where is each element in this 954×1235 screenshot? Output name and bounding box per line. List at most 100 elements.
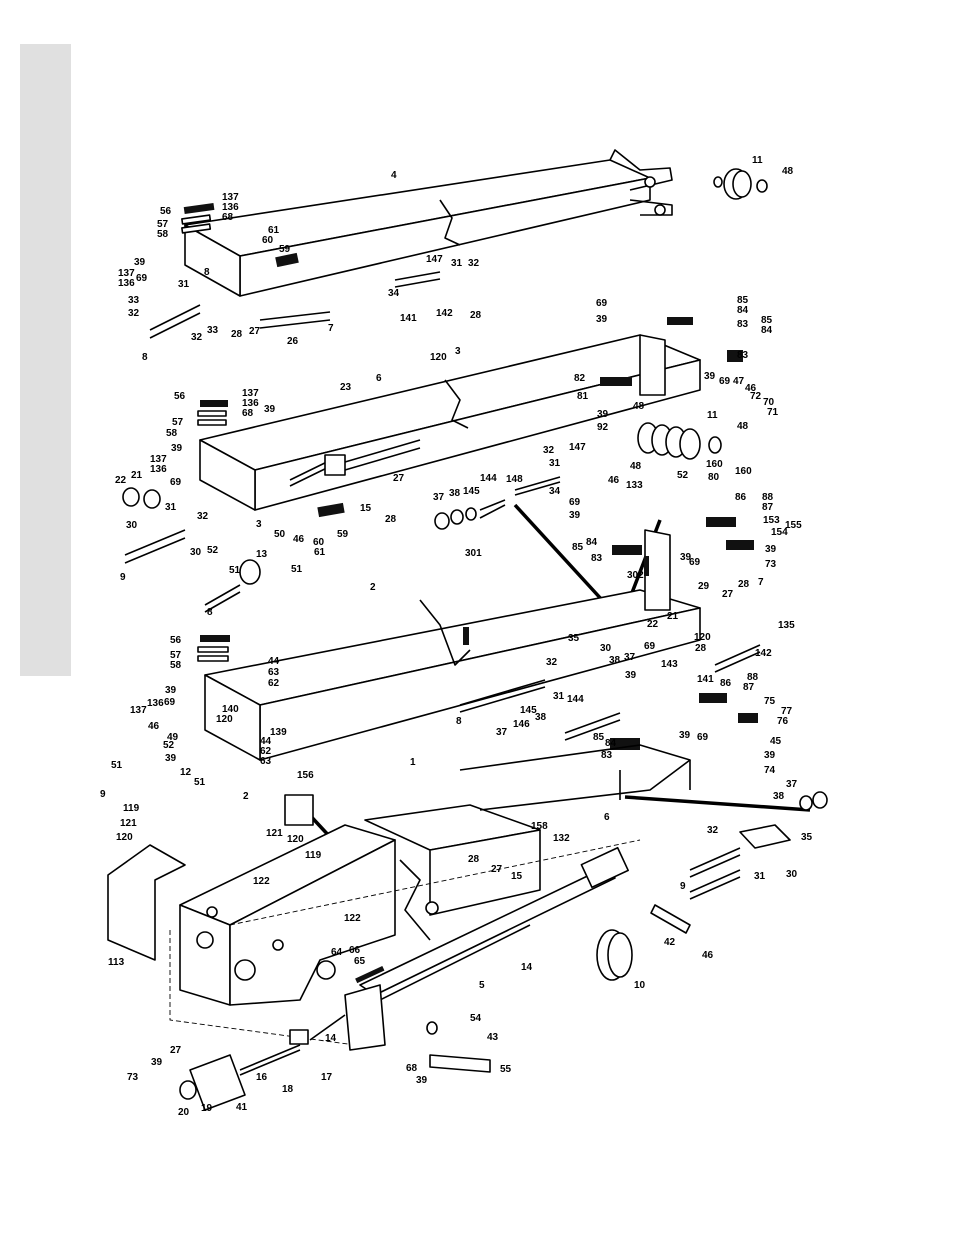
- part-label-39: 39: [151, 1057, 163, 1068]
- part-label-75: 75: [764, 696, 776, 707]
- part-label-6: 6: [604, 812, 610, 823]
- part-label-88: 88: [762, 492, 774, 503]
- part-label-84: 84: [605, 738, 617, 749]
- part-label-11: 11: [752, 155, 763, 166]
- part-label-64: 64: [331, 947, 343, 958]
- part-label-86: 86: [735, 492, 747, 503]
- part-label-69: 69: [569, 497, 581, 508]
- part-label-137: 137: [150, 454, 167, 465]
- part-label-57: 57: [157, 219, 169, 230]
- part-label-59: 59: [337, 529, 349, 540]
- part-label-56: 56: [160, 206, 172, 217]
- part-label-37: 37: [496, 727, 508, 738]
- part-label-135: 135: [778, 620, 795, 631]
- part-label-136: 136: [242, 398, 259, 409]
- part-label-55: 55: [500, 1064, 512, 1075]
- part-label-68: 68: [406, 1063, 418, 1074]
- cylinder-5: [344, 846, 629, 1051]
- part-label-147: 147: [426, 254, 443, 265]
- part-label-8: 8: [142, 352, 148, 363]
- part-label-30: 30: [600, 643, 612, 654]
- part-label-9: 9: [680, 881, 686, 892]
- part-label-77: 77: [781, 706, 793, 717]
- part-label-43: 43: [487, 1032, 499, 1043]
- part-label-133: 133: [626, 480, 643, 491]
- part-label-85: 85: [572, 542, 584, 553]
- part-label-21: 21: [667, 611, 679, 622]
- part-label-28: 28: [385, 514, 397, 525]
- part-label-51: 51: [194, 777, 206, 788]
- part-label-28: 28: [231, 329, 243, 340]
- part-label-136: 136: [147, 698, 164, 709]
- part-label-92: 92: [597, 422, 609, 433]
- base-housing: [179, 794, 396, 1006]
- part-label-141: 141: [400, 313, 417, 324]
- part-label-160: 160: [735, 466, 752, 477]
- part-label-39: 39: [704, 371, 716, 382]
- part-label-56: 56: [170, 635, 182, 646]
- dashed-guide: [169, 839, 641, 1046]
- part-label-29: 29: [698, 581, 710, 592]
- part-label-86: 86: [720, 678, 732, 689]
- part-label-83: 83: [591, 553, 603, 564]
- part-label-68: 68: [222, 212, 234, 223]
- part-label-83: 83: [601, 750, 613, 761]
- part-label-57: 57: [170, 650, 182, 661]
- part-label-38: 38: [773, 791, 785, 802]
- part-label-38: 38: [449, 488, 461, 499]
- part-label-56: 56: [174, 391, 186, 402]
- part-label-39: 39: [569, 510, 581, 521]
- part-label-35: 35: [801, 832, 813, 843]
- part-label-48: 48: [782, 166, 794, 177]
- part-label-39: 39: [764, 750, 776, 761]
- part-label-27: 27: [393, 473, 405, 484]
- part-label-32: 32: [197, 511, 209, 522]
- part-label-81: 81: [577, 391, 589, 402]
- sheave-10: [596, 904, 691, 981]
- part-label-71: 71: [767, 407, 779, 418]
- part-label-31: 31: [451, 258, 463, 269]
- part-label-31: 31: [553, 691, 565, 702]
- part-label-61: 61: [314, 547, 326, 558]
- chain-8-7-top: [149, 271, 441, 339]
- part-label-45: 45: [770, 736, 782, 747]
- part-label-136: 136: [118, 278, 135, 289]
- part-label-74: 74: [764, 765, 776, 776]
- part-label-10: 10: [634, 980, 646, 991]
- part-label-15: 15: [511, 871, 523, 882]
- part-label-52: 52: [207, 545, 219, 556]
- part-label-72: 72: [750, 391, 762, 402]
- part-label-48: 48: [737, 421, 749, 432]
- part-label-54: 54: [470, 1013, 482, 1024]
- part-label-39: 39: [679, 730, 691, 741]
- part-label-302: 302: [627, 570, 644, 581]
- boom-section-2: [204, 529, 701, 761]
- part-label-50: 50: [274, 529, 286, 540]
- chain-142-right: [714, 644, 761, 673]
- part-label-148: 148: [506, 474, 523, 485]
- part-label-136: 136: [222, 202, 239, 213]
- part-label-8: 8: [456, 716, 462, 727]
- part-label-46: 46: [148, 721, 160, 732]
- part-label-69: 69: [136, 273, 148, 284]
- part-label-142: 142: [436, 308, 453, 319]
- part-label-120: 120: [116, 832, 133, 843]
- part-label-27: 27: [249, 326, 261, 337]
- part-label-39: 39: [596, 314, 608, 325]
- part-label-57: 57: [172, 417, 184, 428]
- part-label-33: 33: [207, 325, 219, 336]
- part-label-37: 37: [624, 652, 636, 663]
- part-label-143: 143: [661, 659, 678, 670]
- part-label-37: 37: [786, 779, 798, 790]
- part-label-2: 2: [370, 582, 376, 593]
- part-label-9: 9: [120, 572, 126, 583]
- part-label-82: 82: [574, 373, 586, 384]
- part-label-18: 18: [282, 1084, 294, 1095]
- part-label-6: 6: [376, 373, 382, 384]
- part-label-113: 113: [108, 957, 125, 968]
- part-label-80: 80: [708, 472, 720, 483]
- part-label-85: 85: [737, 295, 749, 306]
- part-label-9: 9: [100, 789, 106, 800]
- part-label-76: 76: [777, 716, 789, 727]
